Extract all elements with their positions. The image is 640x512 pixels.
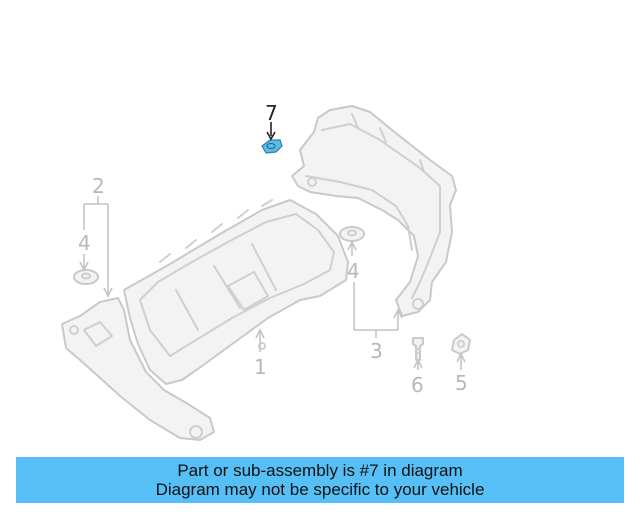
part-5-clip bbox=[451, 333, 471, 355]
callout-3: 3 bbox=[370, 339, 383, 363]
banner-line-2: Diagram may not be specific to your vehi… bbox=[155, 480, 485, 499]
banner-line-1: Part or sub-assembly is #7 in diagram bbox=[177, 461, 463, 480]
callout-6: 6 bbox=[411, 373, 424, 397]
callout-4-left: 4 bbox=[78, 231, 91, 255]
part-6-bolt bbox=[412, 337, 424, 361]
part-4-washer-right bbox=[339, 226, 365, 242]
leader-lines bbox=[79, 122, 466, 370]
part-4-washer-left bbox=[73, 269, 99, 285]
callout-7: 7 bbox=[265, 101, 278, 125]
part-3-side-shield bbox=[291, 105, 457, 317]
info-banner: Part or sub-assembly is #7 in diagram Di… bbox=[16, 457, 624, 503]
callout-4-right: 4 bbox=[347, 259, 360, 283]
part-7-highlighted-nut bbox=[261, 139, 283, 154]
callout-2: 2 bbox=[92, 174, 105, 198]
part-1-engine-cover bbox=[61, 199, 349, 441]
callout-5: 5 bbox=[455, 371, 468, 395]
callout-1: 1 bbox=[254, 355, 267, 379]
